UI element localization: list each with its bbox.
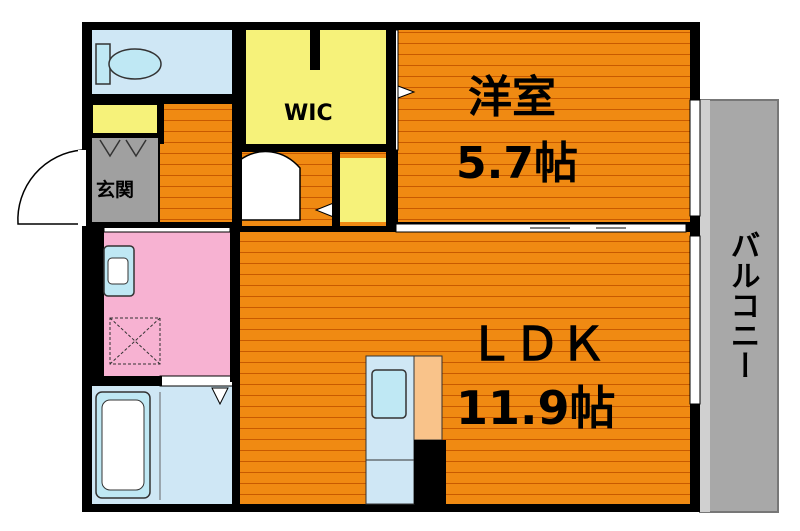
shoe-shelf xyxy=(91,103,159,135)
washing-machine-icon xyxy=(109,317,161,365)
ldk-size: 11.9帖 xyxy=(456,381,616,435)
ldk-name: ＬＤＫ xyxy=(468,317,606,371)
bathtub-icon xyxy=(95,391,151,499)
wic-label: WIC xyxy=(284,101,333,126)
interior-walls xyxy=(92,22,396,504)
toilet-icon xyxy=(95,43,162,85)
sink-icon xyxy=(371,369,407,419)
western-room-size: 5.7帖 xyxy=(456,138,578,189)
closet xyxy=(340,158,386,222)
entrance xyxy=(92,138,158,224)
hallway xyxy=(160,104,234,224)
washbasin-icon xyxy=(103,245,135,297)
western-room-name: 洋室 xyxy=(468,72,556,123)
ldk xyxy=(240,232,690,504)
balcony-label: バルコニー xyxy=(725,230,760,380)
fridge-space xyxy=(414,440,446,504)
entrance-label: 玄関 xyxy=(96,178,134,201)
balcony xyxy=(699,99,779,513)
entrance-door xyxy=(17,149,83,225)
stove xyxy=(413,355,443,441)
western-room xyxy=(398,30,690,222)
